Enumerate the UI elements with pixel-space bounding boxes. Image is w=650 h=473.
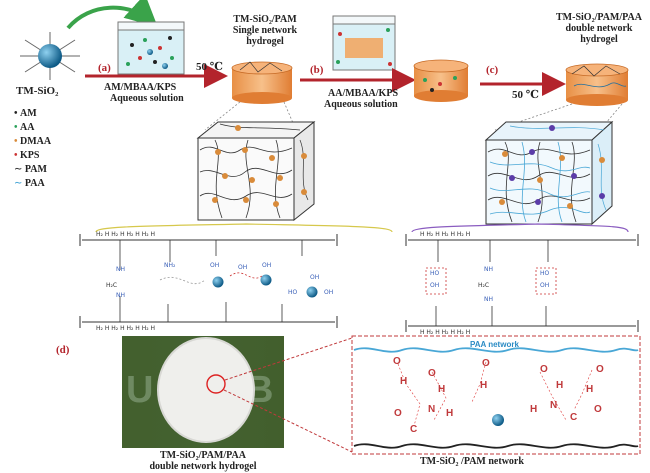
atom-o: O <box>596 364 604 375</box>
left-backbone-top-label: H₂ H H₂ H H₂ H H₂ H <box>96 231 156 238</box>
atom-n: N <box>550 400 558 411</box>
atom-h: H <box>586 384 594 395</box>
atom-o: O <box>482 358 490 369</box>
bracket-left <box>95 223 393 233</box>
legend-item-dmaa: • DMAA <box>14 136 52 147</box>
photo-caption-line2: double network hydrogel <box>149 461 257 472</box>
step-b-reagents: AA/MBAA/KPS <box>328 88 398 99</box>
right-oh-label-1: OH <box>430 282 440 289</box>
right-backbone-bottom-label: H H₂ H H₂ H H₂ H <box>420 329 471 336</box>
atom-o: O <box>428 368 436 379</box>
double-network-title-3: hydrogel <box>580 34 618 45</box>
pam-network-label: TM-SiO₂ /PAM network <box>420 456 524 467</box>
left-oh-label-5: OH <box>324 289 334 296</box>
left-backbone-bottom-label: H₂ H H₂ H H₂ H H₂ H <box>96 325 156 332</box>
green-transfer-arrow <box>66 0 158 30</box>
tm-sio2-label: TM-SiO₂ <box>16 85 59 97</box>
atom-o: O <box>393 356 401 367</box>
photo-caption-line1: TM-SiO₂/PAM/PAA <box>160 450 246 461</box>
left-oh-label-4: OH <box>310 274 320 281</box>
right-nh-label-2: NH <box>484 296 493 303</box>
legend-item-pam: ∼ PAM <box>14 164 47 175</box>
legend-item-aa: • AA <box>14 122 35 133</box>
atom-h: H <box>438 384 446 395</box>
left-chemical-structure <box>79 234 338 328</box>
left-nh2-label: NH₂ <box>164 262 176 269</box>
double-network-hydrogel-icon <box>565 63 629 106</box>
left-oh-label-1: OH <box>210 262 220 269</box>
swollen-hydrogel-icon <box>413 59 469 102</box>
zoom-line-bottom <box>223 389 353 453</box>
tm-sio2-particle-icon <box>20 32 80 80</box>
legend-item-paa: ∼ PAA <box>14 178 45 189</box>
beaker-monomer-solution-icon <box>117 21 185 75</box>
single-network-cube <box>196 120 316 222</box>
bracket-right <box>411 223 629 233</box>
single-network-title-2: Single network <box>232 25 298 36</box>
atom-h: H <box>530 404 538 415</box>
atom-c: C <box>570 412 578 423</box>
atom-h: H <box>446 408 454 419</box>
legend-item-am: • AM <box>14 108 37 119</box>
single-network-title-1: TM-SiO₂/PAM <box>233 14 297 25</box>
left-nh-label-1: NH <box>116 266 125 273</box>
right-nh-label-1: NH <box>484 266 493 273</box>
step-a-reagents: AM/MBAA/KPS <box>104 82 177 93</box>
step-c-label: (c) <box>486 64 499 76</box>
zoom-line-top <box>224 337 353 381</box>
right-backbone-top-label: H H₂ H H₂ H H₂ H <box>420 231 471 238</box>
atom-o: O <box>540 364 548 375</box>
double-network-title-2: double network <box>565 23 633 34</box>
left-h2c-label: H₂C <box>106 282 118 289</box>
left-nh-label-2: NH <box>116 292 125 299</box>
step-b-label: (b) <box>310 64 324 76</box>
panel-d-label: (d) <box>56 344 70 356</box>
atom-o: O <box>594 404 602 415</box>
atom-h: H <box>480 380 488 391</box>
double-network-title-1: TM-SiO₂/PAM/PAA <box>556 12 642 23</box>
right-ho-label-2: HO <box>540 270 550 277</box>
atom-c: C <box>410 424 418 435</box>
right-oh-label-2: OH <box>540 282 550 289</box>
svg-text:U: U <box>126 369 153 411</box>
step-a-label: (a) <box>98 62 111 74</box>
step-c-temperature: 50 ℃ <box>512 89 539 101</box>
left-oh-label-2: OH <box>238 264 248 271</box>
atom-h: H <box>556 380 564 391</box>
single-network-hydrogel-icon <box>231 61 293 104</box>
step-a-temperature: 50 ℃ <box>196 61 223 73</box>
right-ho-label-1: HO <box>430 270 440 277</box>
atom-o: O <box>394 408 402 419</box>
double-network-cube <box>484 120 614 226</box>
legend-item-kps: • KPS <box>14 150 40 161</box>
network-zoom-frame <box>351 335 641 455</box>
step-b-solution: Aqueous solution <box>324 99 398 110</box>
hydrogel-photo: U B <box>122 336 284 448</box>
single-network-title-3: hydrogel <box>246 36 284 47</box>
left-oh-label-3: OH <box>262 262 272 269</box>
right-h2c-label: H₂C <box>478 282 490 289</box>
atom-h: H <box>400 376 408 387</box>
paa-network-label: PAA network <box>470 340 519 349</box>
legend: • AM • AA • DMAA • KPS ∼ PAM ∼ PAA <box>14 108 51 192</box>
step-a-solution: Aqueous solution <box>110 93 184 104</box>
atom-n: N <box>428 404 436 415</box>
beaker-aa-solution-icon <box>332 15 396 71</box>
left-ho-label: HO <box>288 289 298 296</box>
right-chemical-structure <box>405 234 639 332</box>
